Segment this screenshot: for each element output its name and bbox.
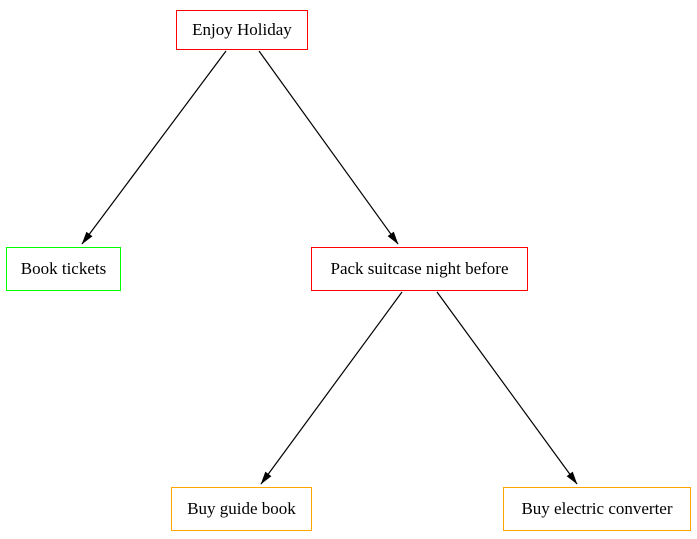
node-enjoy-holiday: Enjoy Holiday [176, 10, 308, 50]
node-buy-guide-book: Buy guide book [171, 487, 312, 531]
edge-pack-suitcase-to-buy-guide-book [260, 291, 403, 485]
node-buy-electric-converter: Buy electric converter [503, 487, 691, 531]
node-book-tickets: Book tickets [6, 247, 121, 291]
node-label: Book tickets [20, 259, 107, 278]
node-label: Enjoy Holiday [192, 20, 292, 39]
node-label: Buy electric converter [521, 499, 673, 518]
node-pack-suitcase: Pack suitcase night before [311, 247, 528, 291]
node-label: Buy guide book [187, 499, 296, 518]
edge-enjoy-holiday-to-book-tickets [81, 50, 227, 245]
node-label: Pack suitcase night before [330, 259, 509, 278]
edge-pack-suitcase-to-buy-electric-converter [436, 291, 578, 485]
edge-enjoy-holiday-to-pack-suitcase [258, 50, 399, 245]
